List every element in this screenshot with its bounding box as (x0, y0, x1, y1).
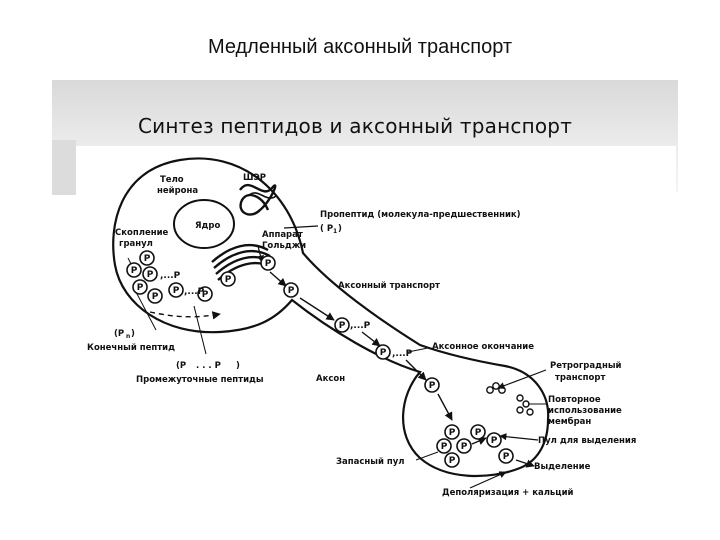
sequence-labels: ,...P ,...P ,...P ,...P (160, 271, 413, 359)
peptide-particles (126, 250, 514, 468)
final-peptide-pointer (135, 291, 157, 331)
recycling-vesicles (486, 382, 534, 416)
label-p1-paren: ( P (320, 224, 333, 234)
label-granules-1: Скопление (115, 228, 169, 238)
flow-arrow-3 (361, 331, 381, 347)
particle-letters: P P P P P P P P P P P P P P P P P P P P (131, 254, 510, 466)
retrograde-arrow (497, 369, 547, 390)
particle-letter: P (152, 292, 159, 302)
label-er: ШЭР (243, 173, 266, 183)
label-cell-body-2: нейрона (157, 186, 198, 196)
er-shape-2 (247, 192, 277, 199)
particle-letter: P (147, 270, 154, 280)
sequence-label: ,...P (184, 287, 205, 297)
label-retrograde-2: транспорт (555, 373, 605, 383)
figure-panel (76, 146, 676, 498)
label-propeptide: Пропептид (молекула-предшественник) (320, 210, 521, 220)
sequence-label: ,...P (392, 349, 413, 359)
figure-heading: Синтез пептидов и аксонный транспорт (138, 114, 573, 138)
label-release-pool: Пул для выделения (538, 436, 636, 446)
label-axon-terminal: Аксонное окончание (432, 342, 534, 352)
particle-letter: P (339, 321, 346, 331)
er-shape (239, 183, 277, 216)
label-recycling-3: мембран (548, 416, 591, 427)
slide-title: Медленный аксонный транспорт (207, 36, 513, 58)
secretion-arrow (515, 459, 535, 468)
label-depolarization: Деполяризация + кальций (442, 488, 574, 498)
flow-arrow-5 (437, 393, 453, 421)
particle-letter: P (202, 290, 209, 300)
flow-arrow-2 (299, 297, 335, 321)
propeptide-pointer (283, 225, 319, 229)
particle-letter: P (131, 266, 138, 276)
reserve-pool-pointer (415, 451, 439, 461)
label-pn-paren: (P (114, 329, 124, 339)
particle-letter: P (380, 348, 387, 358)
diagram-labels: Тело нейрона Ядро ШЭР Пропептид (молекул… (87, 173, 636, 498)
particle-letter: P (503, 452, 510, 462)
particle-letter: P (449, 456, 456, 466)
label-golgi-2: Гольджи (262, 241, 306, 251)
particle-letter: P (441, 442, 448, 452)
flow-arrow-6 (471, 437, 487, 445)
label-pn-close: ) (131, 329, 135, 339)
flow-arrow-4 (405, 359, 427, 381)
depolarization-pointer (469, 471, 507, 489)
particle-letter: P (144, 254, 151, 264)
particle-letter: P (288, 286, 295, 296)
label-secretion: Выделение (534, 462, 591, 472)
flow-arrow-1 (269, 271, 287, 287)
label-golgi-1: Аппарат (262, 230, 303, 240)
label-recycling-1: Повторное (548, 395, 601, 405)
particle-letter: P (429, 381, 436, 391)
particle-letter: P (137, 283, 144, 293)
particle-letter: P (449, 428, 456, 438)
label-intermediate-peptides: Промежуточные пептиды (136, 375, 264, 385)
label-intermediate-close: ) (236, 361, 240, 371)
label-nucleus: Ядро (195, 221, 220, 231)
release-pool-pointer (499, 433, 539, 441)
label-intermediate-paren: (P (176, 361, 186, 371)
nucleus-shape (173, 199, 235, 249)
label-cell-body-1: Тело (160, 175, 184, 185)
label-final-peptide: Конечный пептид (87, 343, 175, 353)
label-retrograde-1: Ретроградный (550, 361, 622, 371)
particle-letter: P (461, 442, 468, 452)
granule-dashed-arrow (149, 311, 221, 320)
particle-letter: P (491, 436, 498, 446)
label-pn-sub: n (126, 333, 130, 340)
sequence-label: ,...P (160, 271, 181, 281)
axon-terminal-pointer (407, 347, 429, 353)
particle-letter: P (265, 259, 272, 269)
label-axonal-transport: Аксонный транспорт (338, 281, 440, 291)
sequence-label: ,...P (350, 321, 371, 331)
particle-letter: P (173, 286, 180, 296)
figure-background-edge (52, 140, 76, 195)
particle-letter: P (225, 275, 232, 285)
label-p1-close: ) (338, 224, 342, 234)
label-reserve-pool: Запасный пул (336, 457, 405, 467)
label-axon: Аксон (316, 374, 345, 384)
label-recycling-2: использование (548, 406, 622, 416)
particle-letter: P (475, 428, 482, 438)
label-intermediate-mid: . . . P (196, 361, 221, 371)
label-granules-2: гранул (119, 239, 153, 249)
intermediate-pointer (193, 305, 207, 355)
label-p1-sub: 1 (333, 228, 337, 235)
